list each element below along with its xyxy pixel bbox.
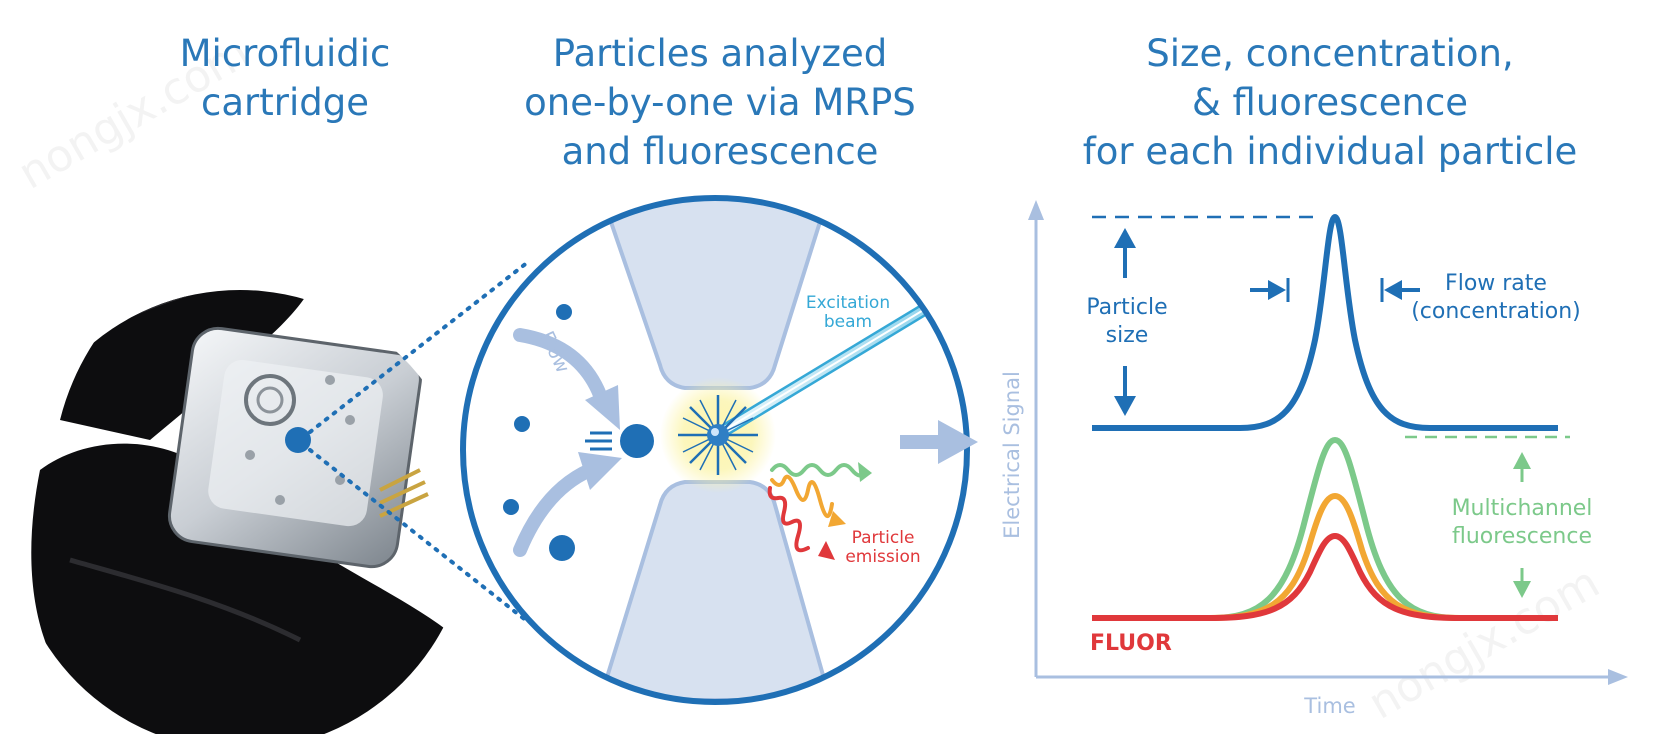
watermark-bottom-right: nongjx.com <box>1360 557 1608 730</box>
excitation-label-line2: beam <box>824 312 872 332</box>
y-axis-label: Electrical Signal <box>1000 371 1024 539</box>
excitation-burst-icon <box>678 395 758 475</box>
heading-right-line1: Size, concentration, <box>1146 32 1514 75</box>
magnified-view: Flow Excitation beam P <box>460 195 970 705</box>
fluor-green-curve <box>1092 436 1558 621</box>
flow-rate-label-line1: Flow rate <box>1445 271 1547 296</box>
excitation-label-line1: Excitation <box>806 293 890 313</box>
excitation-beam <box>718 293 947 437</box>
result-arrow-icon <box>900 420 978 464</box>
signal-graph: Electrical Signal Time Particle size Flo… <box>1000 200 1628 718</box>
heading-left: Microfluidic cartridge <box>180 32 391 124</box>
glove-thumb <box>31 443 470 734</box>
connector-lower <box>308 448 530 624</box>
fluor-label: FLUOR <box>1090 631 1172 656</box>
dimension-arrow-icon <box>1114 228 1420 416</box>
connector-upper <box>308 260 530 434</box>
multichannel-label-line2: fluorescence <box>1452 524 1592 549</box>
particle-dot <box>514 416 530 432</box>
moving-particle <box>585 424 654 458</box>
electrical-signal-curve <box>1092 213 1558 431</box>
heading-middle: Particles analyzed one-by-one via MRPS a… <box>524 32 916 173</box>
glove-upper-finger <box>60 290 326 440</box>
heading-middle-line3: and fluorescence <box>562 130 879 173</box>
fluor-orange-curve <box>1092 492 1558 621</box>
fluor-red-curve <box>1092 532 1558 621</box>
particle-dot-icon <box>285 427 311 453</box>
x-axis-label: Time <box>1303 694 1355 718</box>
heading-right: Size, concentration, & fluorescence for … <box>1083 32 1578 173</box>
heading-right-line3: for each individual particle <box>1083 130 1578 173</box>
heading-middle-line1: Particles analyzed <box>553 32 887 75</box>
heading-middle-line2: one-by-one via MRPS <box>524 81 916 124</box>
multichannel-arrows <box>1513 452 1531 598</box>
flow-rate-label-line2: (concentration) <box>1411 299 1581 324</box>
heading-right-line2: & fluorescence <box>1192 81 1468 124</box>
heading-left-line1: Microfluidic <box>180 32 391 75</box>
emission-wave-icon <box>767 462 872 560</box>
emission-label-line2: emission <box>845 547 920 567</box>
cartridge-photo <box>10 290 470 734</box>
emission-label-line1: Particle <box>852 528 915 548</box>
particle-size-label-line2: size <box>1106 323 1149 348</box>
flow-arrow-icon <box>513 328 607 402</box>
multichannel-label-line1: Multichannel <box>1452 496 1593 521</box>
particle-dot <box>556 304 572 320</box>
flow-arrow-lower <box>513 463 597 557</box>
heading-left-line2: cartridge <box>201 81 369 124</box>
particle-dot <box>503 499 519 515</box>
particle-size-label-line1: Particle <box>1086 295 1167 320</box>
particle-dot <box>549 535 575 561</box>
